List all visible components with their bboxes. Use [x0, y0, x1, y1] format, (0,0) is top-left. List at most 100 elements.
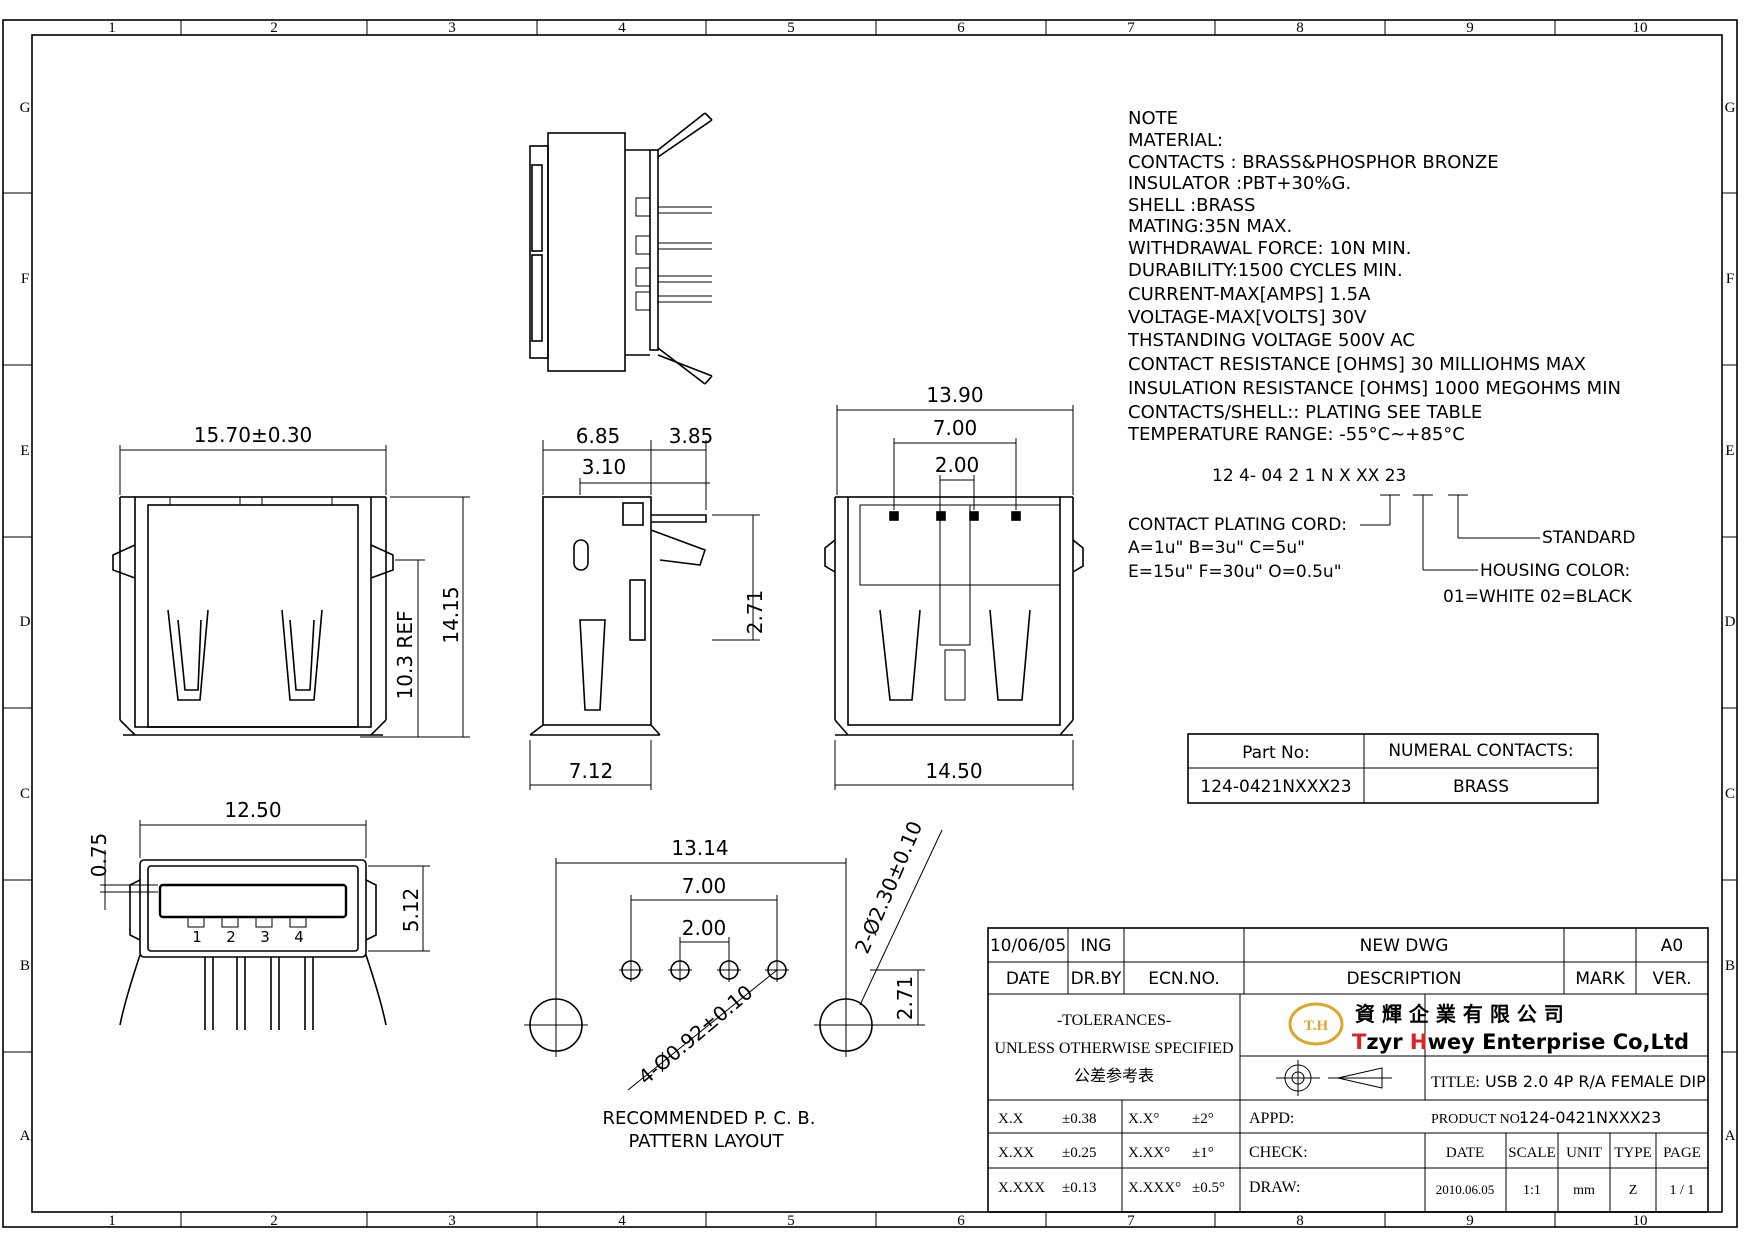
note-line: MATERIAL: [1128, 130, 1223, 151]
ordering-code: 12 4- 04 2 1 N X XX 23 CONTACT PLATING C… [1128, 466, 1636, 607]
tolerances-cn: 公差参考表 [1074, 1067, 1154, 1085]
note-line: CONTACT RESISTANCE [OHMS] 30 MILLIOHMS M… [1128, 354, 1586, 375]
note-line: SHELL :BRASS [1128, 195, 1255, 216]
company-name-zyr: zyr [1366, 1030, 1410, 1054]
col-label: 6 [957, 20, 965, 36]
row-label: A [20, 1128, 31, 1144]
top-view [529, 112, 713, 385]
note-line: THSTANDING VOLTAGE 500V AC [1127, 330, 1415, 351]
note-line: CURRENT-MAX[AMPS] 1.5A [1128, 284, 1371, 305]
pin-number: 3 [260, 928, 270, 946]
company-name: Tzyr Hwey Enterprise Co,Ltd [1352, 1030, 1689, 1054]
row-label: G [1725, 100, 1736, 116]
col-label: 10 [1633, 20, 1648, 36]
note-line: NOTE [1128, 108, 1178, 129]
row-label: B [20, 958, 30, 974]
housing-line: 01=WHITE 02=BLACK [1443, 587, 1633, 607]
dim-pcb-offset: 2.71 [893, 976, 917, 1021]
tol-row: ±0.25 [1062, 1145, 1096, 1161]
part-no-header: Part No: [1242, 743, 1310, 763]
note-line: WITHDRAWAL FORCE: 10N MIN. [1128, 238, 1411, 259]
info-header: PAGE [1663, 1145, 1701, 1161]
tolerances-subtitle: UNLESS OTHERWISE SPECIFIED [994, 1040, 1233, 1057]
plating-line: A=1u" B=3u" C=5u" [1128, 538, 1305, 558]
col-label: 8 [1296, 20, 1304, 36]
col-label: 5 [787, 20, 795, 36]
header-date: DATE [1006, 969, 1050, 989]
col-label: 1 [108, 1213, 116, 1229]
col-label: 9 [1466, 1213, 1474, 1229]
tol-row: ±0.38 [1062, 1111, 1096, 1127]
face-view [119, 859, 387, 1030]
company-name-rest: wey Enterprise Co,Ltd [1428, 1030, 1690, 1054]
rev-version: A0 [1661, 936, 1683, 956]
dim-face-height: 5.12 [399, 888, 423, 933]
pcb-layout: 13.14 7.00 2.00 2-Ø2.30±0.10 4-Ø0.92±0.1… [524, 817, 943, 1152]
tol-row: ±1° [1192, 1145, 1214, 1161]
col-label: 5 [787, 1213, 795, 1229]
col-label: 8 [1296, 1213, 1304, 1229]
housing-title: HOUSING COLOR: [1480, 561, 1630, 581]
col-label: 4 [618, 20, 626, 36]
row-label: A [1725, 1128, 1736, 1144]
col-label: 2 [270, 20, 278, 36]
tol-row: X.XXX° [1128, 1180, 1181, 1196]
info-value: 1 / 1 [1670, 1183, 1695, 1198]
side-view [529, 496, 707, 736]
pcb-caption: RECOMMENDED P. C. B. [603, 1108, 816, 1129]
dim-front-height: 14.15 [439, 586, 463, 643]
info-value: 1:1 [1523, 1183, 1541, 1198]
tol-row: X.XXX [998, 1180, 1045, 1196]
tolerances-title: -TOLERANCES- [1057, 1012, 1171, 1029]
row-label: G [20, 100, 31, 116]
dim-pcb-small: 2.00 [682, 916, 727, 940]
col-label: 7 [1127, 20, 1135, 36]
rear-dimensions: 13.90 7.00 2.00 14.50 [834, 383, 1074, 790]
title-label: TITLE: [1431, 1074, 1480, 1091]
part-no-value: 124-0421NXXX23 [1200, 777, 1351, 797]
dim-side-b: 3.85 [669, 424, 714, 448]
col-label: 2 [270, 1213, 278, 1229]
col-label: 3 [448, 1213, 456, 1229]
note-line: INSULATOR :PBT+30%G. [1128, 173, 1351, 194]
col-label: 9 [1466, 20, 1474, 36]
tol-row: X.XX [998, 1145, 1034, 1161]
header-mark: MARK [1575, 969, 1625, 989]
tol-row: X.X [998, 1111, 1024, 1127]
company-initial-h: H [1410, 1030, 1428, 1054]
dim-side-d: 2.71 [743, 590, 767, 635]
info-value: mm [1573, 1183, 1595, 1198]
note-line: DURABILITY:1500 CYCLES MIN. [1128, 260, 1403, 281]
tol-row: ±0.13 [1062, 1180, 1096, 1196]
notes-block: NOTE MATERIAL: CONTACTS : BRASS&PHOSPHOR… [1127, 108, 1621, 445]
appd-label: APPD: [1249, 1110, 1294, 1127]
dim-side-c: 3.10 [582, 455, 627, 479]
dim-rear-small: 2.00 [935, 453, 980, 477]
row-label: C [20, 786, 30, 802]
rev-by: ING [1081, 936, 1112, 956]
col-label: 4 [618, 1213, 626, 1229]
dim-rear-pitch: 7.00 [933, 416, 978, 440]
row-label: B [1725, 958, 1735, 974]
note-line: VOLTAGE-MAX[VOLTS] 30V [1128, 307, 1367, 328]
row-label: D [1725, 614, 1736, 630]
front-dimensions: 15.70±0.30 10.3 REF 14.15 [119, 423, 470, 738]
col-label: 10 [1633, 1213, 1648, 1229]
info-header: UNIT [1566, 1145, 1602, 1161]
part-code: 12 4- 04 2 1 N X XX 23 [1212, 466, 1406, 486]
row-label: E [1725, 443, 1734, 459]
info-header: DATE [1446, 1145, 1484, 1161]
row-label: F [1726, 271, 1734, 287]
info-header: TYPE [1614, 1145, 1652, 1161]
rear-view [824, 496, 1084, 736]
front-view [112, 496, 394, 736]
tol-row: X.X° [1128, 1111, 1159, 1127]
dim-pcb-pitch: 7.00 [682, 874, 727, 898]
draw-label: DRAW: [1249, 1179, 1300, 1196]
header-drby: DR.BY [1071, 969, 1122, 989]
face-dimensions: 12.50 0.75 5.12 1 2 3 4 [87, 798, 430, 952]
note-line: TEMPERATURE RANGE: -55°C~+85°C [1127, 424, 1465, 445]
projection-symbol [1276, 1060, 1392, 1096]
rev-description: NEW DWG [1360, 936, 1449, 956]
note-line: INSULATION RESISTANCE [OHMS] 1000 MEGOHM… [1128, 378, 1621, 399]
